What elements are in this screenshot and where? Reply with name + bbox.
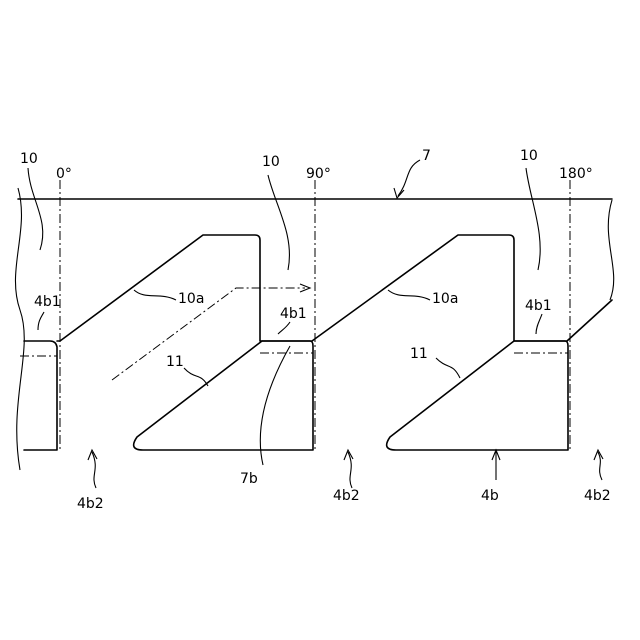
leader-4b2-mid-head xyxy=(344,450,353,460)
label-ref-4b: 4b xyxy=(481,488,499,504)
label-angle-90: 90° xyxy=(306,166,331,182)
left-break-line xyxy=(15,188,24,470)
label-angle-180: 180° xyxy=(559,166,593,182)
leader-11-left xyxy=(184,368,208,386)
leader-11-right xyxy=(436,358,460,378)
leader-10a-right xyxy=(388,290,430,300)
leader-4b1-right xyxy=(536,314,542,334)
label-ref-10a-right: 10a xyxy=(432,291,458,307)
label-ref-11-left: 11 xyxy=(166,354,184,370)
leader-7b xyxy=(260,346,290,465)
label-ref-10-mid: 10 xyxy=(262,154,280,170)
member-10-outline xyxy=(57,235,612,341)
label-ref-10-right: 10 xyxy=(520,148,538,164)
label-angle-0: 0° xyxy=(56,166,72,182)
leader-10-left xyxy=(28,168,43,250)
leader-4b2-left-head xyxy=(88,450,97,460)
leader-4b2-left xyxy=(92,452,96,488)
label-ref-4b1-mid: 4b1 xyxy=(280,306,307,322)
leader-4b1-left xyxy=(38,312,44,330)
label-ref-7b: 7b xyxy=(240,471,258,487)
leader-10-right xyxy=(526,168,540,270)
label-ref-4b2-right: 4b2 xyxy=(584,488,611,504)
right-break-line xyxy=(608,200,613,300)
leader-arrow-7 xyxy=(398,160,420,196)
label-ref-10-left: 10 xyxy=(20,151,38,167)
leader-4b2-mid xyxy=(348,452,352,488)
label-ref-4b1-left: 4b1 xyxy=(34,294,61,310)
leader-10-mid xyxy=(268,175,289,270)
label-ref-4b2-mid: 4b2 xyxy=(333,488,360,504)
left-partial-block xyxy=(24,341,57,450)
label-ref-10a-left: 10a xyxy=(178,291,204,307)
label-ref-11-right: 11 xyxy=(410,346,428,362)
leader-10a-left xyxy=(134,290,176,300)
leader-4b1-mid xyxy=(278,322,290,334)
label-ref-7: 7 xyxy=(422,148,431,164)
middle-block xyxy=(134,341,313,450)
movement-path xyxy=(112,288,305,380)
label-ref-4b1-right: 4b1 xyxy=(525,298,552,314)
leader-4b2-right-head xyxy=(594,450,603,460)
label-ref-4b2-left: 4b2 xyxy=(77,496,104,512)
